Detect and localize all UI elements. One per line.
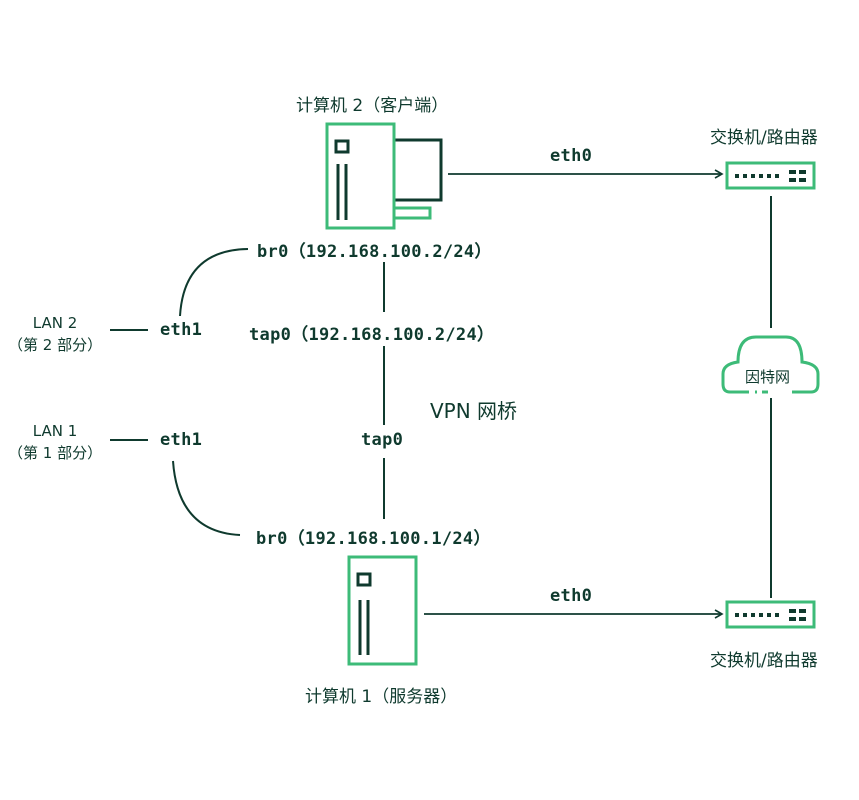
cloud-icon — [721, 335, 820, 394]
switch-top-label: 交换机/路由器 — [710, 128, 818, 148]
eth0-bottom-label: eth0 — [550, 586, 593, 606]
tap0-top-label: tap0（192.168.100.2/24） — [249, 325, 495, 345]
internet-label: 因特网 — [745, 368, 791, 386]
lan2-part: （第 2 部分） — [8, 336, 103, 354]
br0-top-label: br0（192.168.100.2/24） — [257, 242, 492, 262]
switch-router-top-icon — [725, 161, 816, 190]
switch-router-bottom-icon — [725, 600, 816, 629]
eth1-bottom-label: eth1 — [160, 430, 203, 450]
br0-bottom-label: br0（192.168.100.1/24） — [256, 529, 491, 549]
lan1-part: （第 1 部分） — [8, 444, 103, 462]
client-computer-icon — [325, 122, 443, 230]
eth0-top-label: eth0 — [550, 146, 593, 166]
computer2-label: 计算机 2（客户端） — [296, 96, 449, 116]
eth1-br0-bottom-curve — [172, 460, 241, 536]
tap0-bottom-label: tap0 — [361, 430, 404, 450]
lan2-name: LAN 2 — [32, 314, 78, 332]
lan1-label: LAN 1 （第 1 部分） — [8, 420, 102, 464]
computer1-label: 计算机 1（服务器） — [305, 687, 458, 707]
server-icon — [347, 555, 418, 666]
vpn-bridge-label: VPN 网桥 — [430, 399, 518, 423]
eth1-br0-top-curve — [179, 248, 249, 317]
eth1-top-label: eth1 — [160, 320, 203, 340]
lan2-label: LAN 2 （第 2 部分） — [8, 312, 102, 356]
switch-bottom-label: 交换机/路由器 — [710, 651, 818, 671]
lan1-name: LAN 1 — [32, 422, 78, 440]
